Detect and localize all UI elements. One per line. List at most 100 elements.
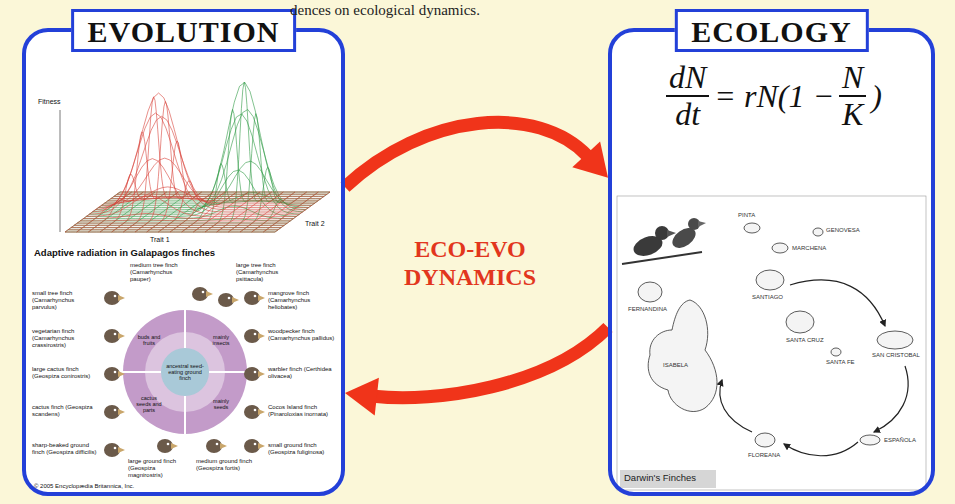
mesh-line [117, 194, 327, 195]
island-name: ISABELA [663, 362, 688, 369]
mesh-line [158, 181, 213, 232]
numerator: dN [666, 60, 709, 97]
galapagos-map [648, 300, 717, 412]
axis-label: Fitness [38, 98, 61, 106]
diet-label: cactus seeds and parts [134, 395, 164, 414]
finch-heads [104, 367, 125, 381]
finch-heads [104, 287, 265, 457]
feedback-arrow [345, 122, 608, 187]
denominator: K [839, 97, 866, 132]
finch-wheel [184, 310, 186, 348]
mesh-line [111, 198, 321, 199]
fraction: NK [839, 60, 866, 132]
mesh-line [182, 192, 237, 232]
species-label: vegetarian finch (Camarhynchus crassiros… [32, 328, 98, 349]
species-label: warbler finch (Certhidea olivacea) [268, 366, 336, 380]
species-label: cactus finch (Geospiza scandens) [32, 404, 98, 418]
fraction: dNdt [666, 60, 709, 132]
galapagos-map [755, 433, 775, 447]
diet-label: buds and fruits [134, 334, 164, 347]
mesh-line [108, 197, 318, 201]
species-label: medium tree finch (Camarhynchus pauper) [130, 262, 190, 283]
diet-label: mainly insects [206, 334, 236, 347]
species-label: large tree finch (Camarhynchus psittacul… [236, 262, 302, 283]
copyright: © 2005 Encyclopædia Britannica, Inc. [34, 483, 134, 490]
galapagos-map [617, 196, 926, 490]
island-name: SANTIAGO [752, 294, 783, 301]
finch-heads [206, 439, 227, 453]
panel-fill [22, 28, 345, 496]
mesh-line [111, 198, 321, 200]
numerator: N [839, 60, 866, 97]
panel-title: EVOLUTION [71, 9, 297, 52]
equation-term: = rN(1 − [714, 79, 834, 114]
galapagos-map [720, 380, 752, 432]
island-name: SANTA CRUZ [786, 337, 824, 344]
finch-wheel [123, 310, 247, 434]
arrow-shaft [374, 328, 608, 398]
axis-label: Trait 1 [150, 236, 170, 244]
panel-fill [22, 28, 935, 496]
finch-heads [104, 405, 125, 419]
finch-heads [104, 329, 125, 343]
galapagos-map [831, 348, 841, 356]
species-label: small tree finch (Camarhynchus parvulus) [32, 290, 98, 311]
mesh-line [88, 192, 143, 232]
mesh-line [275, 192, 330, 232]
panel-title: ECOLOGY [674, 9, 868, 52]
mesh-line [89, 159, 299, 215]
galapagos-map [744, 223, 760, 233]
finch-wheel [209, 371, 247, 373]
finch-wheel [123, 310, 247, 434]
image-caption: Darwin's Finches [624, 473, 696, 484]
island-name: SANTA FE [826, 359, 855, 366]
mesh-line [102, 158, 312, 205]
mesh-line [123, 97, 178, 232]
species-label: large ground finch (Geospiza magnirostri… [128, 458, 190, 479]
denominator: dt [672, 97, 703, 132]
mesh-line [240, 192, 295, 232]
galapagos-map [786, 311, 814, 333]
mesh-line [252, 192, 307, 232]
mesh-line [217, 192, 272, 232]
galapagos-map [638, 223, 913, 447]
cycle-label: ECO-EVO DYNAMICS [395, 236, 545, 291]
galapagos-map [874, 366, 908, 432]
mesh-line [240, 167, 295, 232]
mesh-line [228, 192, 283, 232]
galapagos-map [813, 228, 823, 236]
galapagos-map [784, 442, 858, 456]
equation-term: ) [871, 79, 882, 114]
island-name: FERNANDINA [628, 306, 667, 313]
fitness-landscape [65, 82, 330, 232]
finch-heads [244, 367, 265, 381]
species-label: mangrove finch (Camarhynchus heliobates) [268, 290, 336, 311]
axis-label: Trait 2 [305, 220, 325, 228]
mesh-line [193, 192, 248, 232]
mesh-line [193, 164, 248, 232]
mesh-line [120, 192, 330, 193]
finch-wheel [123, 371, 161, 373]
mesh-line [205, 192, 260, 232]
island-name: GENOVESA [826, 227, 860, 234]
galapagos-map [772, 243, 788, 253]
fitness-axis [60, 110, 61, 232]
ancestor-label: ancestral seed-eating ground finch [165, 363, 205, 382]
finch-heads [104, 291, 125, 305]
island-name: MARCHENA [792, 245, 826, 252]
galapagos-map [698, 221, 706, 227]
species-label: large cactus finch (Geospiza conirostris… [32, 366, 98, 380]
species-label: small ground finch (Geospiza fuliginosa) [268, 442, 336, 456]
galapagos-map [617, 196, 926, 490]
finch-heads [218, 293, 239, 307]
logistic-equation: dNdt= rN(1 −NK) [661, 60, 882, 132]
galapagos-map [756, 270, 784, 290]
finch-heads [244, 439, 265, 453]
panel: EVOLUTION [22, 28, 345, 496]
galapagos-map [667, 230, 676, 237]
figure-title: Adaptive radiation in Galapagos finches [34, 248, 215, 259]
species-label: Cocos Island finch (Pinaroloxias inornat… [268, 404, 336, 418]
finch-heads [157, 439, 178, 453]
species-label: medium ground finch (Geospiza fortis) [196, 458, 258, 472]
galapagos-map [720, 280, 908, 456]
